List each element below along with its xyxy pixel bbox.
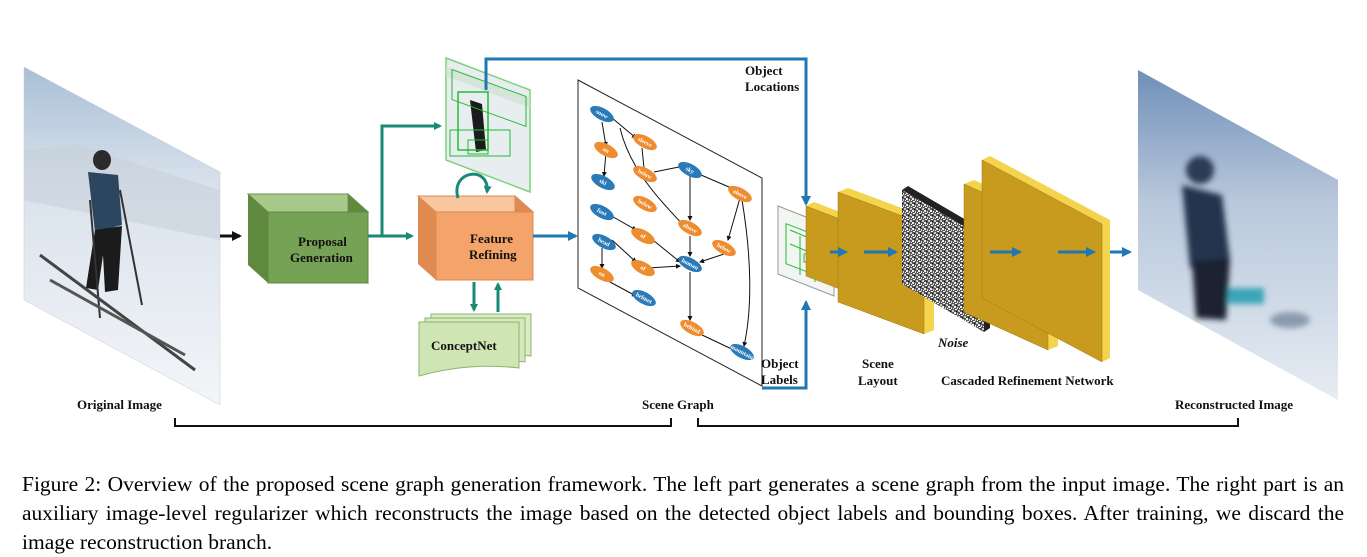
graph-node-shape bbox=[633, 195, 657, 213]
noise-label: Noise bbox=[937, 335, 969, 350]
graph-node-shape bbox=[712, 239, 736, 257]
graph-node-shape bbox=[594, 141, 618, 159]
graph-node-shape bbox=[590, 265, 614, 283]
graph-node-of: of bbox=[631, 259, 655, 277]
conceptnet-label: ConceptNet bbox=[431, 338, 497, 353]
bracket-left bbox=[174, 418, 672, 427]
arrow-proposal-to-boxes bbox=[368, 122, 442, 238]
proposal-generation-label-1: Proposal bbox=[298, 234, 347, 249]
feature-refining-box: Feature Refining bbox=[416, 194, 535, 282]
scene-graph-panel: snowonskifootheadonsleevebelowbelowofofh… bbox=[577, 79, 763, 387]
graph-node-shape bbox=[631, 227, 655, 245]
reconstructed-image bbox=[1138, 70, 1338, 400]
feature-refining-label-1: Feature bbox=[470, 231, 513, 246]
scene-layout-label-2: Layout bbox=[858, 373, 898, 388]
graph-node-sleeve: sleeve bbox=[633, 133, 657, 151]
crn-layers bbox=[805, 156, 1110, 363]
graph-node-shape bbox=[730, 343, 754, 361]
arrow-object-locations bbox=[484, 57, 811, 206]
graph-node-label: sky bbox=[684, 166, 694, 175]
graph-node-on: on bbox=[590, 265, 614, 283]
graph-node-shape bbox=[590, 105, 614, 123]
graph-node-shape bbox=[680, 319, 704, 337]
framework-diagram: Original Image Proposal Generation Featu… bbox=[23, 56, 1338, 427]
graph-node-above: above bbox=[678, 219, 702, 237]
graph-node-above: above bbox=[728, 185, 752, 203]
figure-caption: Figure 2: Overview of the proposed scene… bbox=[22, 471, 1344, 554]
graph-node-shape bbox=[590, 203, 614, 221]
graph-node-shape bbox=[678, 255, 702, 273]
object-locations-label-2: Locations bbox=[745, 79, 799, 94]
feature-refining-label-2: Refining bbox=[469, 247, 517, 262]
object-labels-label-1: Object bbox=[761, 356, 799, 371]
proposal-generation-label-2: Generation bbox=[290, 250, 354, 265]
graph-node-below: below bbox=[633, 195, 657, 213]
proposal-generation-box: Proposal Generation bbox=[246, 192, 370, 285]
graph-node-on: on bbox=[594, 141, 618, 159]
object-labels-label-2: Labels bbox=[761, 372, 798, 387]
graph-node-shape bbox=[632, 289, 656, 307]
arrow-object-labels bbox=[762, 300, 811, 390]
refining-loop-arrow bbox=[455, 172, 492, 199]
graph-node-label: of bbox=[639, 233, 647, 241]
graph-node-of: of bbox=[631, 227, 655, 245]
graph-node-shape bbox=[591, 173, 615, 191]
scene-graph-label: Scene Graph bbox=[642, 397, 715, 412]
graph-node-shape bbox=[728, 185, 752, 203]
detection-image bbox=[445, 56, 531, 194]
graph-node-head: head bbox=[592, 233, 616, 251]
original-image-label: Original Image bbox=[77, 397, 162, 412]
graph-node-shape bbox=[678, 219, 702, 237]
crn-label: Cascaded Refinement Network bbox=[941, 373, 1114, 388]
graph-node-snow: snow bbox=[590, 105, 614, 123]
original-image bbox=[23, 66, 221, 406]
graph-node-foot: foot bbox=[590, 203, 614, 221]
graph-node-label: on bbox=[597, 271, 606, 280]
scene-layout-label-1: Scene bbox=[862, 356, 894, 371]
graph-node-ski: ski bbox=[591, 173, 615, 191]
graph-node-label: on bbox=[601, 147, 610, 156]
bracket-right bbox=[697, 418, 1239, 427]
graph-node-shape bbox=[633, 133, 657, 151]
graph-node-shape bbox=[678, 161, 702, 179]
skier-figure bbox=[39, 150, 196, 372]
crn-layer-4 bbox=[981, 156, 1110, 363]
graph-node-shape bbox=[631, 259, 655, 277]
graph-node-shape bbox=[592, 233, 616, 251]
graph-node-sky: sky bbox=[678, 161, 702, 179]
graph-node-label: head bbox=[597, 237, 611, 248]
graph-node-below: below bbox=[633, 165, 657, 183]
conceptnet-docs: ConceptNet bbox=[418, 313, 532, 377]
graph-node-below: below bbox=[712, 239, 736, 257]
graph-node-label: of bbox=[639, 265, 647, 273]
graph-node-shape bbox=[633, 165, 657, 183]
graph-node-label: ski bbox=[598, 179, 608, 188]
graph-node-label: snow bbox=[594, 109, 609, 121]
object-locations-label-1: Object bbox=[745, 63, 783, 78]
reconstructed-image-label: Reconstructed Image bbox=[1175, 397, 1293, 412]
graph-node-label: foot bbox=[596, 208, 608, 218]
